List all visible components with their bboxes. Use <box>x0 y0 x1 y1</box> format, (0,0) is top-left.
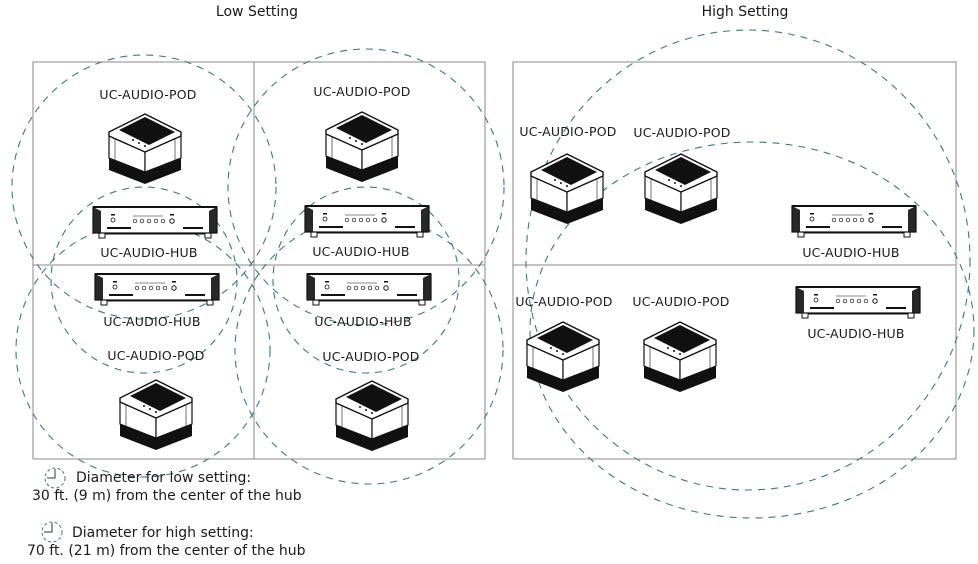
devices <box>92 111 921 452</box>
room-walls <box>32 61 957 460</box>
legend-low-distance: 30 ft. (9 m) from the center of the hub <box>32 488 302 504</box>
low-coverage-circle-top-right-hub <box>272 186 460 374</box>
pod-label: UC-AUDIO-POD <box>322 349 420 364</box>
hub-label: UC-AUDIO-HUB <box>103 314 201 329</box>
legend-high-title: Diameter for high setting: <box>72 525 254 541</box>
low-coverage-circle-bottom-right <box>234 215 504 485</box>
hub-device-high-bottom <box>795 286 921 319</box>
hub-label: UC-AUDIO-HUB <box>807 326 905 341</box>
pod-device-high-top-1 <box>530 153 604 225</box>
pod-device-low-bottom-right <box>335 380 409 452</box>
hub-device-low-bottom-left <box>94 273 220 306</box>
low-setting-room-outline <box>32 61 486 460</box>
low-coverage-circle-top-left-pod <box>11 54 277 320</box>
pod-label: UC-AUDIO-POD <box>99 87 197 102</box>
pod-device-high-bottom-1 <box>526 321 600 393</box>
coverage-circles <box>11 29 975 519</box>
hub-device-low-top-right <box>304 205 430 238</box>
low-coverage-circle-top-left-hub <box>50 186 238 374</box>
pod-device-low-top-left <box>108 113 182 185</box>
pod-device-low-top-right <box>325 111 399 183</box>
pod-label: UC-AUDIO-POD <box>313 84 411 99</box>
low-coverage-circle-top-right-pod <box>227 48 505 326</box>
legend-high-distance: 70 ft. (21 m) from the center of the hub <box>27 543 306 559</box>
pod-device-high-bottom-2 <box>643 321 717 393</box>
pod-label: UC-AUDIO-POD <box>107 348 205 363</box>
legend-icons <box>41 467 66 543</box>
low-setting-title: Low Setting <box>215 4 299 20</box>
high-coverage-circle-top <box>525 29 971 491</box>
hub-device-low-bottom-right <box>306 273 432 306</box>
hub-device-high-top <box>791 205 917 238</box>
high-coverage-circle-bottom <box>529 141 975 519</box>
pod-label: UC-AUDIO-POD <box>633 125 731 140</box>
pod-label: UC-AUDIO-POD <box>515 294 613 309</box>
hub-label: UC-AUDIO-HUB <box>802 245 900 260</box>
high-setting-title: High Setting <box>701 4 789 20</box>
dashed-circle-radius-icon <box>44 467 66 489</box>
hub-label: UC-AUDIO-HUB <box>100 245 198 260</box>
legend-low-title: Diameter for low setting: <box>76 470 252 486</box>
dashed-circle-radius-icon <box>41 521 63 543</box>
hub-label: UC-AUDIO-HUB <box>312 244 410 259</box>
pod-label: UC-AUDIO-POD <box>519 124 617 139</box>
pod-label: UC-AUDIO-POD <box>632 294 730 309</box>
pod-device-low-bottom-left <box>119 379 193 451</box>
hub-device-low-top-left <box>92 206 218 239</box>
pod-device-high-top-2 <box>644 153 718 225</box>
high-setting-room-outline <box>512 61 957 460</box>
hub-label: UC-AUDIO-HUB <box>314 314 412 329</box>
